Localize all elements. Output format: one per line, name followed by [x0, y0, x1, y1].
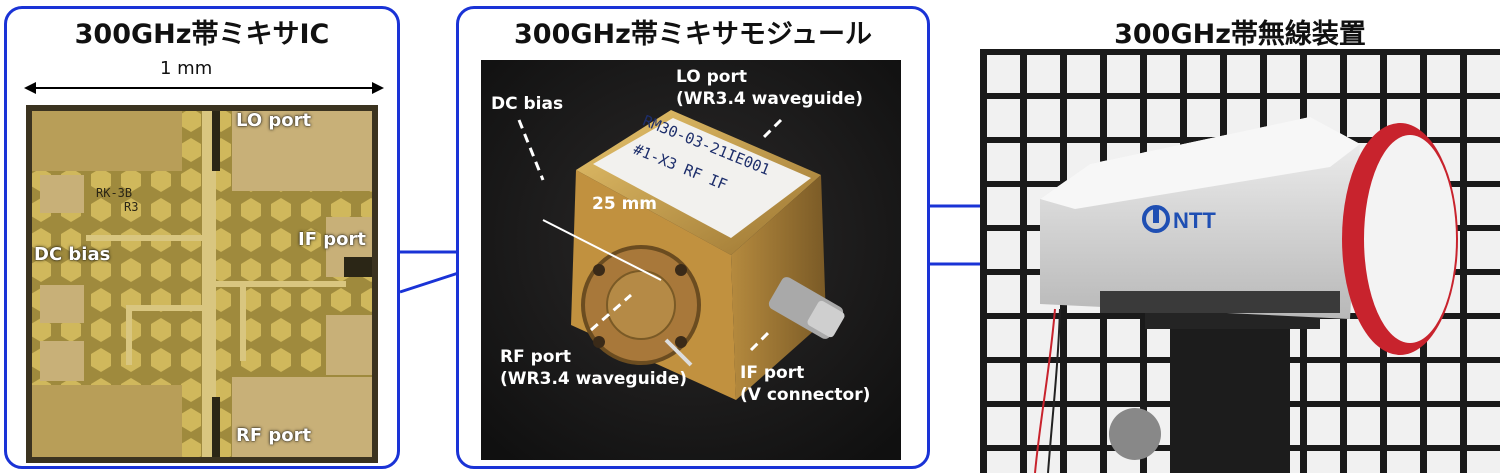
- device-panel-title: 300GHz帯無線装置: [1114, 19, 1366, 50]
- ic-if-port-label: IF port: [298, 229, 366, 250]
- ic-panel-title: 300GHz帯ミキサIC: [74, 19, 330, 50]
- ic-rf-port-label: RF port: [236, 425, 312, 446]
- module-if-port-label: IF port (V connector): [740, 363, 871, 405]
- chip-marking-2: R3: [124, 200, 138, 214]
- ic-dc-bias-label: DC bias: [34, 244, 111, 265]
- chip-marking-1: RK-3B: [96, 186, 132, 200]
- scale-bar-arrow: [24, 82, 384, 94]
- ntt-logo: NTT: [1173, 208, 1216, 233]
- module-dc-bias-label: DC bias: [491, 94, 564, 114]
- ic-lo-port-label: LO port: [236, 110, 312, 131]
- module-rf-port-label: RF port (WR3.4 waveguide): [500, 347, 687, 389]
- module-size-label: 25 mm: [592, 194, 658, 214]
- mixer-module-photo: RM30-03-21IE001 #1-X3 RF IF: [481, 60, 901, 460]
- module-panel-title: 300GHz帯ミキサモジュール: [514, 19, 872, 50]
- mixer-ic-chip-photo: RK-3B R3: [26, 105, 378, 463]
- scale-bar-label: 1 mm: [160, 58, 213, 79]
- module-lo-port-label: LO port (WR3.4 waveguide): [676, 67, 863, 109]
- wireless-device-photo: NTT: [980, 49, 1500, 473]
